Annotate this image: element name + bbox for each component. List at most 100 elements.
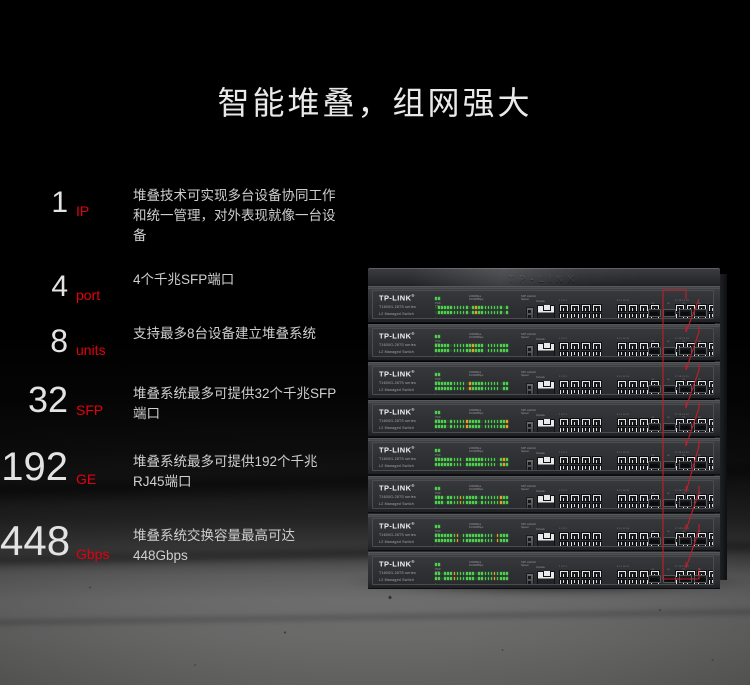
led-port-numbers: 1 3 5 7 9 11 13 15 17 19 21 23 [435, 544, 438, 547]
sfp-port-label: 26 [667, 493, 670, 495]
rj45-port-column [581, 304, 591, 318]
rj45-port [559, 570, 569, 578]
rj45-port-column [639, 380, 649, 394]
console-slot [526, 459, 534, 470]
status-led-row [435, 487, 440, 491]
console-port-label: Console [536, 338, 545, 341]
led-port-numbers: 1 3 5 7 9 11 13 15 17 19 21 23 [435, 354, 438, 357]
spec-list: 1 IP 堆叠技术可实现多台设备协同工作和统一管理，对外表现就像一台设备 4 p… [0, 186, 360, 596]
rj45-port-column [617, 456, 627, 470]
rj45-port [617, 465, 627, 470]
sfp-port [678, 385, 692, 393]
rj45-port [581, 456, 591, 464]
sfp-port-label: 28 [698, 569, 701, 571]
sfp-port-label: 25 [651, 493, 654, 495]
console-slot [526, 497, 534, 508]
rj45-port-column [570, 494, 580, 508]
rj45-port-group [559, 494, 602, 508]
sfp-port [647, 423, 661, 431]
rj45-port-group [559, 342, 602, 356]
rj45-port-group [559, 380, 602, 394]
sfp-port [678, 461, 692, 469]
led-label: PWR SYS [435, 377, 441, 384]
rj45-port [639, 494, 649, 502]
console-slot [526, 535, 534, 546]
sfp-port-label: 28 [698, 493, 701, 495]
rj45-port-column [592, 456, 602, 470]
spec-row: 448 Gbps 堆叠系统交换容量最高可达448Gbps [0, 520, 360, 586]
console-rj45-port [537, 495, 555, 508]
rj45-port [570, 418, 580, 426]
rj45-port-column [559, 342, 569, 356]
sfp-port-label: 26 [667, 303, 670, 305]
sfp-port [663, 309, 676, 317]
rj45-port-column [581, 342, 591, 356]
console-rj45-port [537, 381, 555, 394]
rj45-port [617, 304, 627, 312]
rj45-port [581, 579, 591, 584]
sfp-port [663, 385, 676, 393]
rj45-port [570, 427, 580, 432]
status-led-row [435, 525, 440, 529]
console-slot [526, 383, 534, 394]
sfp-port [694, 385, 707, 393]
sfp-port [647, 499, 661, 507]
rj45-port-column [639, 494, 649, 508]
rj45-port [617, 503, 627, 508]
port-led-row [435, 501, 508, 505]
sfp-port [647, 385, 661, 393]
rj45-port-column [708, 456, 713, 470]
sfp-port-label: 25 [651, 455, 654, 457]
rj45-port-column [570, 304, 580, 318]
sfp-port-label: 27 [682, 303, 685, 305]
status-led-row [435, 297, 440, 301]
port-led-row [435, 387, 508, 391]
sfp-port-group [647, 309, 707, 317]
spec-row: 192 GE 堆叠系统最多可提供192个千兆RJ45端口 [0, 447, 360, 516]
spec-number: 4 [51, 270, 68, 303]
sfp-port-label: 25 [651, 379, 654, 381]
rj45-port [617, 579, 627, 584]
led-port-numbers: 1 3 5 7 9 11 13 15 17 19 21 23 [435, 316, 438, 319]
sfp-port-label: 26 [667, 417, 670, 419]
rj45-port [592, 541, 602, 546]
rj45-port-column [581, 418, 591, 432]
rj45-port [708, 304, 713, 312]
console-rj45-port [537, 571, 555, 584]
rj45-port [581, 342, 591, 350]
rj45-port-column [570, 456, 580, 470]
rj45-port [617, 532, 627, 540]
rj45-port-column [708, 532, 713, 546]
tp-link-logo: TP-LINK® [379, 483, 415, 493]
console-port-label: Console [536, 452, 545, 455]
rj45-port [570, 351, 580, 356]
spec-description: 4个千兆SFP端口 [133, 272, 235, 287]
rj45-port [617, 494, 627, 502]
rj45-port [708, 465, 713, 470]
rj45-port-numbers: 1 3 5 7 [559, 528, 568, 530]
rj45-port [628, 342, 638, 350]
sfp-port-group [647, 423, 707, 431]
rj45-port [628, 541, 638, 546]
rj45-port [559, 304, 569, 312]
sfp-port [694, 423, 707, 431]
rj45-port-column [581, 380, 591, 394]
rj45-port [617, 456, 627, 464]
rj45-port-numbers: 1 3 5 7 [559, 452, 568, 454]
